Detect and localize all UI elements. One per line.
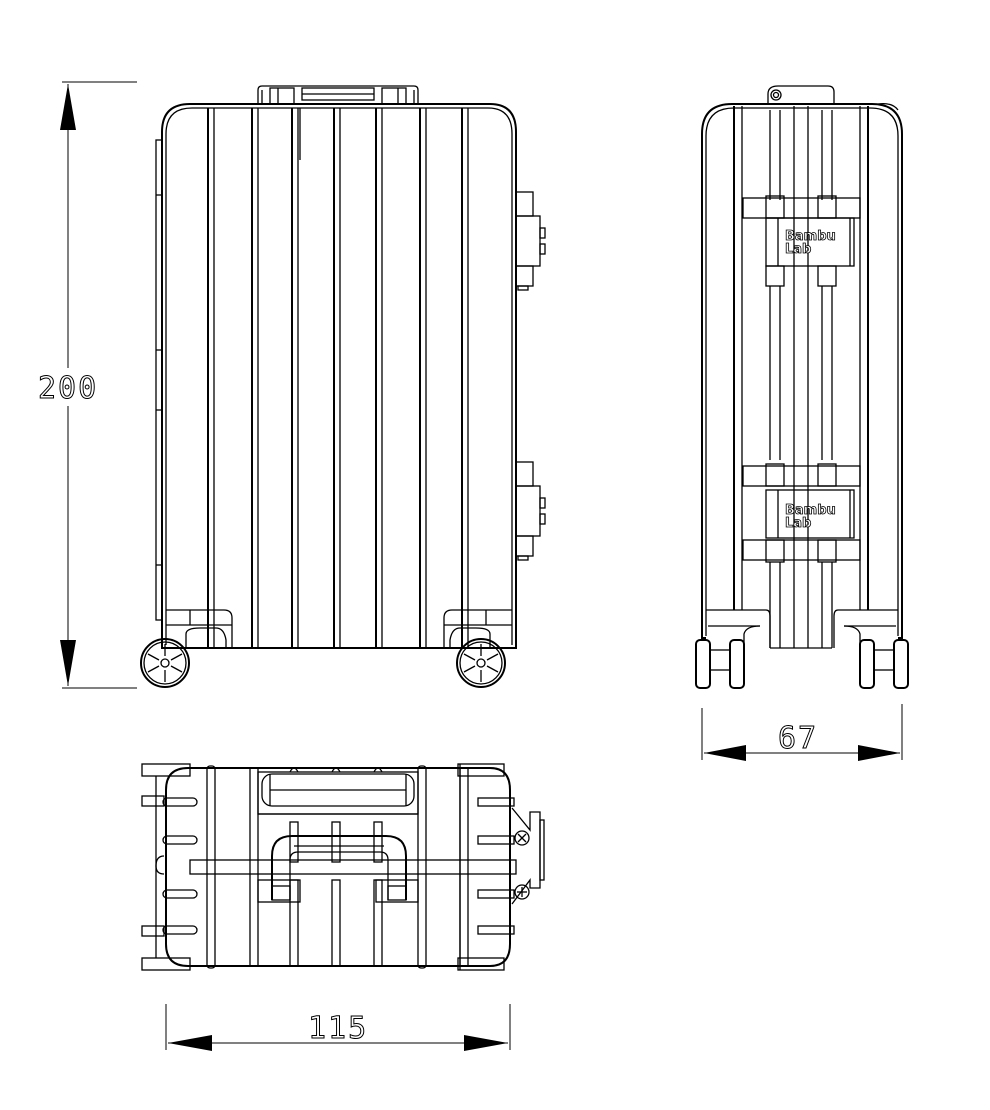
top-handle [257,85,419,105]
brand-label-line1-lower: Bambu [785,503,836,518]
top-latch [511,807,545,905]
front-view [140,85,546,688]
top-view [141,763,545,971]
height-dimension: 200 [36,81,137,689]
width-dimension: 115 [165,1004,511,1051]
depth-dimension: 67 [701,704,903,761]
brand-label-line1: Bambu [785,229,836,244]
top-left-slots [162,797,198,935]
side-brand-plate-upper: Bambu Lab [742,195,861,460]
depth-dimension-label: 67 [778,721,818,756]
brand-label-line2: Lab [785,242,811,257]
front-ribs [207,108,469,648]
width-dimension-label: 115 [308,1011,368,1046]
front-wheel-left [140,638,190,688]
side-brand-plate-lower: Bambu Lab [742,463,861,648]
top-u-handle [257,835,419,903]
height-dimension-label: 200 [38,371,98,406]
side-wheels [695,639,909,689]
side-lock-upper [515,191,546,291]
front-wheel-right [456,638,506,688]
brand-label-line2-lower: Lab [785,516,811,531]
side-lock-lower [515,461,546,561]
top-right-slots [477,797,515,935]
side-view: Bambu Lab Bambu Lab [695,85,909,689]
top-ribs [206,765,469,969]
